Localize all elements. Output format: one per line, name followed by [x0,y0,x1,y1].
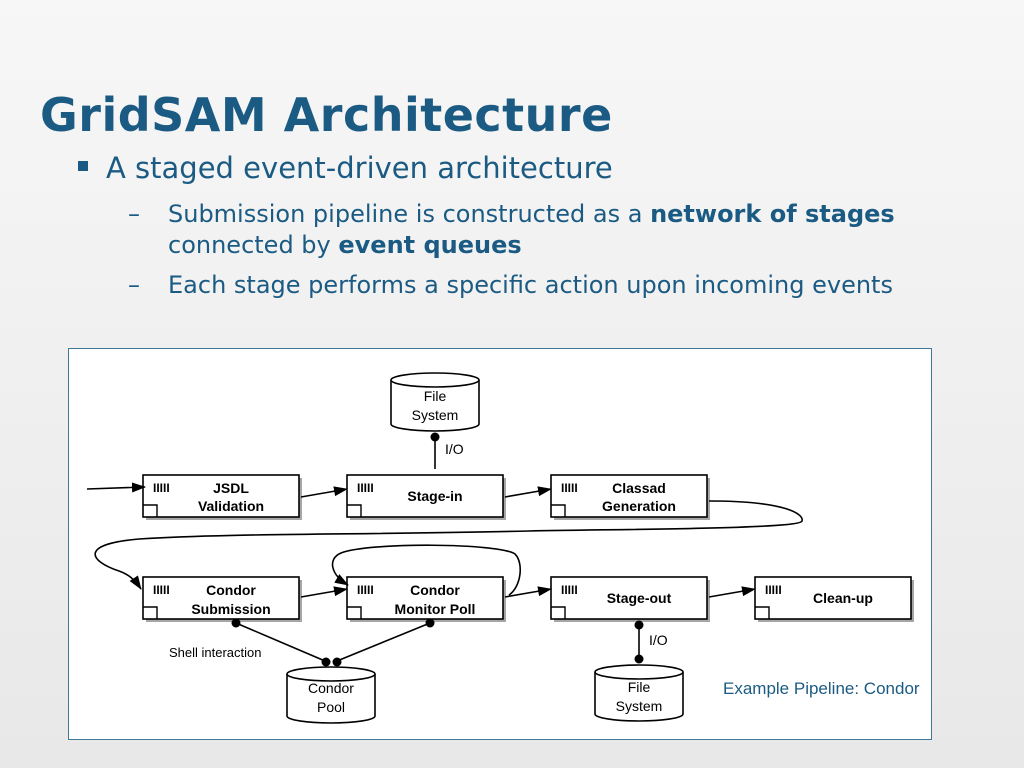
condor-pool-line2: Pool [317,699,345,715]
diagram-caption: Example Pipeline: Condor [723,679,920,698]
queue-marker: IIIII [153,583,170,597]
stage-stage-in: IIIII Stage-in [346,474,506,520]
stage-label: Validation [198,498,264,514]
connector-dot [634,620,644,630]
stage-label: JSDL [213,480,249,496]
sub-bullet-stage-action: – Each stage performs a specific action … [128,270,908,301]
sub-bullet-text: Submission pipeline is constructed as a … [168,200,895,259]
queue-marker: IIIII [357,481,374,495]
stage-label: Clean-up [813,590,873,606]
dash-marker: – [128,271,140,299]
shell-interaction-label: Shell interaction [169,645,262,660]
shell-connector-monitor [336,622,431,662]
arrow-jsdl-to-stagein [300,486,348,498]
arrow-monitor-to-stageout [504,586,552,598]
slide-title: GridSAM Architecture [40,88,613,142]
file-system-bottom-line1: File [628,679,651,695]
sub-bullet-text: Each stage performs a specific action up… [168,271,893,299]
file-system-bottom: File System [594,664,684,722]
queue-marker: IIIII [561,583,578,597]
queue-marker: IIIII [765,583,782,597]
stage-condor-submission: IIIII Condor Submission [142,576,302,622]
dash-marker: – [128,200,140,228]
connector-dot [430,432,440,442]
queue-marker: IIIII [561,481,578,495]
shell-connector-submission [235,622,326,662]
stage-condor-monitor-poll: IIIII Condor Monitor Poll [346,576,506,622]
file-system-top: File System [390,372,480,432]
pipeline-diagram: File System I/O IIIII JSDL Validation II… [68,348,932,740]
stage-label: Monitor Poll [395,601,476,617]
file-system-top-line2: System [412,407,459,423]
stage-label: Generation [602,498,676,514]
stage-label: Stage-in [407,488,462,504]
stage-label: Condor [206,582,256,598]
condor-pool-line1: Condor [308,680,354,696]
stage-label: Classad [612,480,666,496]
sub-bullet-pipeline: – Submission pipeline is constructed as … [128,199,908,261]
arrow-stagein-to-classad [504,486,552,498]
queue-marker: IIIII [357,583,374,597]
arrow-classad-to-submission [94,500,803,590]
io-top-label: I/O [445,441,464,457]
stage-clean-up: IIIII Clean-up [754,576,914,622]
io-bottom-label: I/O [649,632,668,648]
file-system-bottom-line2: System [616,698,663,714]
input-arrow [86,482,146,493]
queue-marker: IIIII [153,481,170,495]
connector-dot [231,618,241,628]
stage-jsdl-validation: IIIII JSDL Validation [142,474,302,520]
stage-label: Stage-out [607,590,672,606]
file-system-top-line1: File [424,388,447,404]
condor-pool: Condor Pool [286,666,376,724]
arrow-stageout-to-cleanup [708,586,756,598]
main-bullet: A staged event-driven architecture [78,151,613,185]
main-bullet-text: A staged event-driven architecture [106,151,613,185]
stage-classad-generation: IIIII Classad Generation [550,474,710,520]
connector-dot [332,657,342,667]
stage-label: Submission [191,601,270,617]
square-bullet-icon [78,161,88,171]
stage-label: Condor [410,582,460,598]
connector-dot [321,657,331,667]
stage-stage-out: IIIII Stage-out [550,576,710,622]
arrow-monitor-poll-loop [331,544,522,596]
arrow-submission-to-monitor [300,586,348,598]
connector-dot [425,618,435,628]
connector-dot [634,654,644,664]
